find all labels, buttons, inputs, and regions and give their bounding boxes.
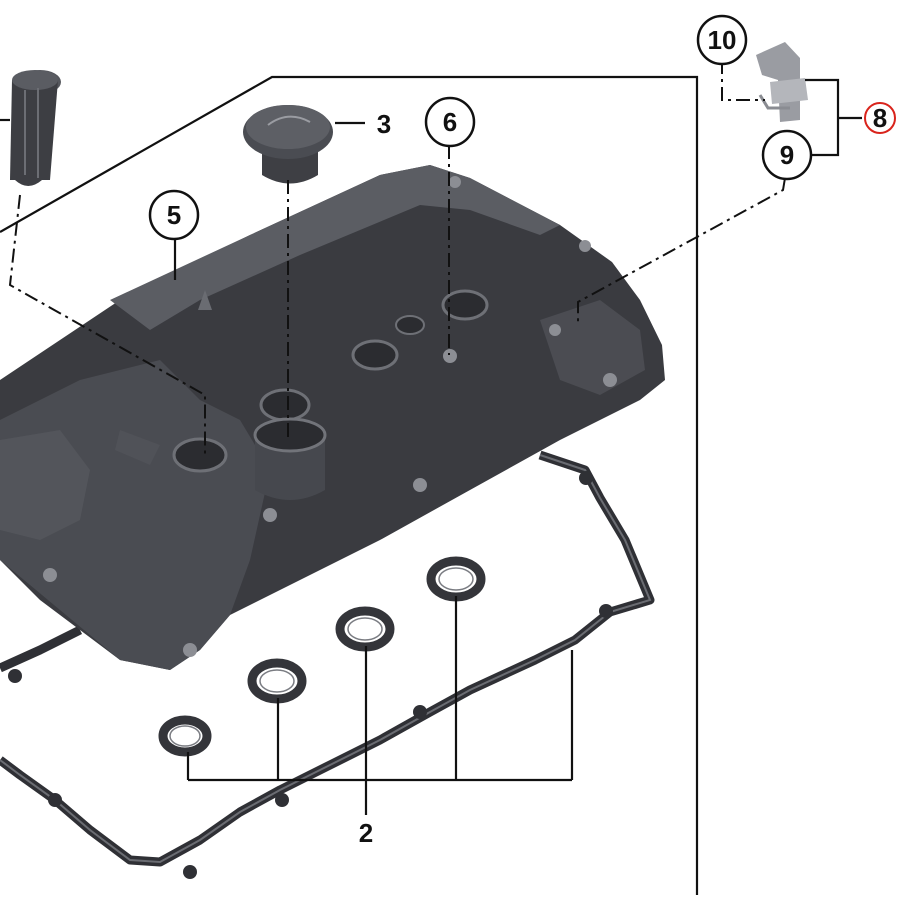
spark-plug-tube-seals [158, 556, 486, 757]
callout-5-label: 5 [167, 200, 181, 230]
bracket [756, 42, 808, 122]
frame [0, 75, 699, 895]
valve-cover-gasket [0, 450, 655, 879]
callout-8: 8 [864, 102, 896, 134]
callout-10: 10 [696, 14, 748, 66]
callout-2-label: 2 [359, 818, 373, 848]
callout-6-label: 6 [443, 107, 457, 137]
cylinder-head-cover [0, 165, 665, 670]
leader-lines [0, 60, 862, 815]
callout-3-label: 3 [377, 109, 391, 139]
oil-filler-cap [243, 105, 333, 184]
callout-2: 2 [359, 818, 373, 848]
callout-8-label: 8 [873, 103, 887, 133]
callout-9: 9 [761, 129, 813, 181]
callout-3: 3 [377, 109, 391, 139]
callout-5: 5 [148, 189, 200, 241]
callout-6: 6 [424, 96, 476, 148]
ventilation-tube [10, 70, 61, 186]
callout-9-label: 9 [780, 140, 794, 170]
callout-10-label: 10 [708, 25, 737, 55]
